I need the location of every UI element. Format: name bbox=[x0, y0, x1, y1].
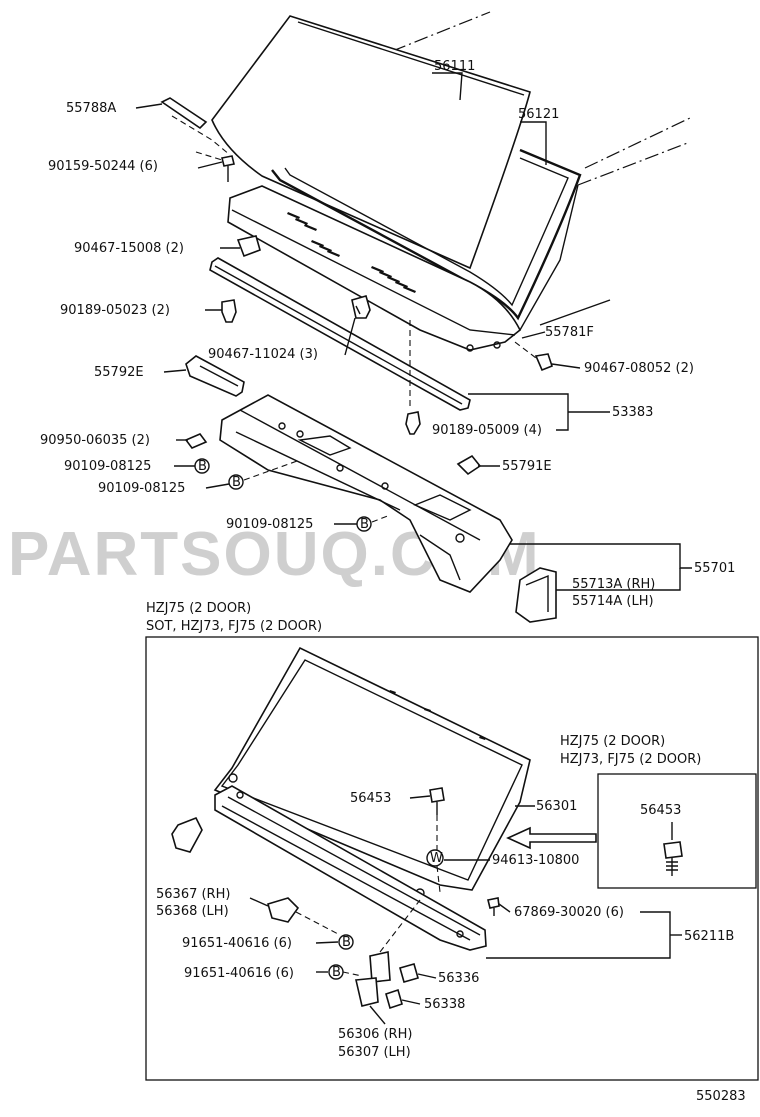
inset-arrow bbox=[506, 826, 597, 850]
body-outline bbox=[369, 11, 691, 331]
stopper-56368 bbox=[267, 897, 341, 936]
inset-note-line2: HZJ73, FJ75 (2 DOOR) bbox=[560, 752, 701, 767]
label-56453-a: 56453 bbox=[350, 791, 391, 806]
label-56306: 56306 (RH) bbox=[338, 1027, 412, 1042]
variant-box bbox=[145, 636, 759, 1081]
clip-90189-05009 bbox=[405, 320, 421, 435]
label-90109-a: 90109-08125 bbox=[64, 459, 151, 474]
label-56121: 56121 bbox=[518, 107, 559, 122]
screw-67869 bbox=[487, 897, 500, 916]
svg-text:W: W bbox=[430, 851, 443, 866]
label-56368: 56368 (LH) bbox=[156, 904, 229, 919]
svg-text:B: B bbox=[342, 935, 351, 950]
label-55781F: 55781F bbox=[545, 325, 594, 340]
label-56453-b: 56453 bbox=[640, 803, 681, 818]
windshield-glass bbox=[211, 15, 531, 270]
label-90109-c: 90109-08125 bbox=[226, 517, 313, 532]
clip-90467-11024 bbox=[351, 295, 371, 319]
label-55791E: 55791E bbox=[502, 459, 552, 474]
clip-90467-15008 bbox=[236, 235, 261, 258]
box-note-line2: SOT, HZJ73, FJ75 (2 DOOR) bbox=[146, 619, 322, 634]
inset-bolt bbox=[663, 822, 683, 876]
inset-note-line1: HZJ75 (2 DOOR) bbox=[560, 734, 665, 749]
svg-text:B: B bbox=[232, 475, 241, 490]
labels-top: 56111 56121 55788A 90159-50244 (6) 90467… bbox=[40, 59, 735, 609]
clip-90467-08052 bbox=[514, 341, 553, 372]
marker-w: W bbox=[426, 849, 444, 893]
svg-text:B: B bbox=[198, 459, 207, 474]
label-53383: 53383 bbox=[612, 405, 653, 420]
label-56111: 56111 bbox=[434, 59, 475, 74]
label-90467-11024: 90467-11024 (3) bbox=[208, 347, 318, 362]
label-55713A: 55713A (RH) bbox=[572, 577, 655, 592]
hinge-56306 bbox=[355, 899, 421, 1007]
plug-90950 bbox=[184, 433, 208, 449]
clip-90189-05023 bbox=[221, 299, 237, 323]
label-90109-b: 90109-08125 bbox=[98, 481, 185, 496]
label-67869: 67869-30020 (6) bbox=[514, 905, 624, 920]
label-90950: 90950-06035 (2) bbox=[40, 433, 150, 448]
hinge-56367 bbox=[171, 816, 203, 853]
cowl-panel bbox=[219, 394, 513, 593]
box-note-line1: HZJ75 (2 DOOR) bbox=[146, 601, 251, 616]
label-55788A: 55788A bbox=[66, 101, 116, 116]
label-56338: 56338 bbox=[424, 997, 465, 1012]
label-55714A: 55714A (LH) bbox=[572, 594, 654, 609]
leaders-bottom bbox=[249, 795, 682, 1025]
cowl-top-panel bbox=[227, 185, 522, 352]
label-56211B: 56211B bbox=[684, 929, 734, 944]
label-56336: 56336 bbox=[438, 971, 479, 986]
label-90467-08052: 90467-08052 (2) bbox=[584, 361, 694, 376]
back-window-frame bbox=[214, 785, 487, 951]
label-56367: 56367 (RH) bbox=[156, 887, 230, 902]
label-55701: 55701 bbox=[694, 561, 735, 576]
label-91651-a: 91651-40616 (6) bbox=[182, 936, 292, 951]
label-90467-15008: 90467-15008 (2) bbox=[74, 241, 184, 256]
svg-text:B: B bbox=[360, 517, 369, 532]
label-56301: 56301 bbox=[536, 799, 577, 814]
inset-box bbox=[597, 773, 757, 889]
cowl-seal bbox=[209, 257, 471, 411]
svg-text:B: B bbox=[332, 965, 341, 980]
label-55792E: 55792E bbox=[94, 365, 144, 380]
part-56336 bbox=[399, 963, 419, 983]
screw-90159 bbox=[195, 151, 235, 182]
diagram-id: 550283 bbox=[696, 1089, 746, 1104]
label-91651-b: 91651-40616 (6) bbox=[184, 966, 294, 981]
marker-b-bottom: B B bbox=[328, 934, 363, 980]
label-90189-05023: 90189-05023 (2) bbox=[60, 303, 170, 318]
label-56307: 56307 (LH) bbox=[338, 1045, 411, 1060]
part-56338 bbox=[385, 988, 403, 1010]
bracket-55791E bbox=[456, 454, 482, 476]
leaders-top bbox=[135, 72, 692, 591]
seal-55792E bbox=[185, 355, 245, 397]
part-55788A-plug bbox=[160, 97, 231, 156]
bracket-55713A bbox=[515, 567, 557, 623]
bolt-56453 bbox=[429, 787, 445, 850]
label-90159: 90159-50244 (6) bbox=[48, 159, 158, 174]
label-94613: 94613-10800 bbox=[492, 853, 579, 868]
labels-bottom: 56453 56301 56453 94613-10800 56367 (RH)… bbox=[156, 791, 734, 1060]
label-90189-05009: 90189-05009 (4) bbox=[432, 423, 542, 438]
